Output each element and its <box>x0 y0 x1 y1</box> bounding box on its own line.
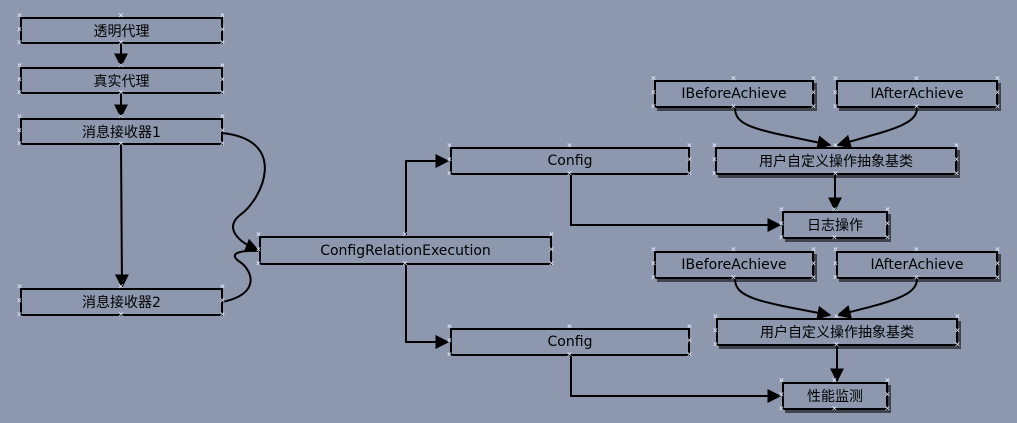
node-label: IAfterAchieve <box>870 257 964 273</box>
node-label: 用户自定义操作抽象基类 <box>760 325 914 341</box>
node-iafter-achieve-top[interactable]: IAfterAchieve <box>836 80 998 108</box>
node-label: IBeforeAchieve <box>681 86 787 102</box>
edge-ibefore-top-to-base <box>734 107 832 150</box>
node-config-bottom[interactable]: Config <box>450 328 690 356</box>
node-label: Config <box>547 334 593 350</box>
node-transparent-proxy[interactable]: 透明代理 <box>20 17 223 44</box>
node-label: 真实代理 <box>93 73 150 90</box>
node-ibefore-achieve-top[interactable]: IBeforeAchieve <box>654 80 814 108</box>
edge-iafter-top-to-base <box>836 107 918 149</box>
node-real-proxy[interactable]: 真实代理 <box>20 67 223 94</box>
node-label: Config <box>547 153 593 169</box>
node-config-top[interactable]: Config <box>450 147 690 175</box>
edge-receiver1-to-config-relation <box>221 132 266 252</box>
node-performance-monitor[interactable]: 性能监测 <box>782 382 888 410</box>
node-label: 消息接收器1 <box>82 124 161 141</box>
edge-receiver2-to-config-relation <box>221 249 259 303</box>
edge-iafter-bottom-to-base <box>836 278 918 319</box>
node-log-operation[interactable]: 日志操作 <box>782 211 888 239</box>
edge-ibefore-bottom-to-base <box>734 278 832 320</box>
edge-config-bottom-to-perf <box>570 356 782 403</box>
node-label: 用户自定义操作抽象基类 <box>759 154 913 170</box>
node-ibefore-achieve-bottom[interactable]: IBeforeAchieve <box>654 251 814 279</box>
edge-config-top-to-log <box>570 175 782 232</box>
node-label: IAfterAchieve <box>870 86 964 102</box>
node-custom-base-bottom[interactable]: 用户自定义操作抽象基类 <box>716 318 958 346</box>
node-message-receiver-2[interactable]: 消息接收器2 <box>20 288 223 316</box>
node-label: ConfigRelationExecution <box>320 242 491 259</box>
edge-receiver1-to-receiver2 <box>114 144 129 289</box>
node-label: IBeforeAchieve <box>681 257 787 273</box>
node-label: 透明代理 <box>93 23 150 40</box>
node-label: 日志操作 <box>807 218 863 234</box>
edge-config-relation-to-config-top <box>405 154 450 237</box>
node-label: 消息接收器2 <box>82 295 161 311</box>
node-iafter-achieve-bottom[interactable]: IAfterAchieve <box>836 251 998 279</box>
node-config-relation-execution[interactable]: ConfigRelationExecution <box>259 236 552 265</box>
node-custom-base-top[interactable]: 用户自定义操作抽象基类 <box>715 147 957 175</box>
edge-config-relation-to-config-bottom <box>405 265 450 349</box>
node-label: 性能监测 <box>807 389 863 405</box>
node-message-receiver-1[interactable]: 消息接收器1 <box>20 118 223 145</box>
